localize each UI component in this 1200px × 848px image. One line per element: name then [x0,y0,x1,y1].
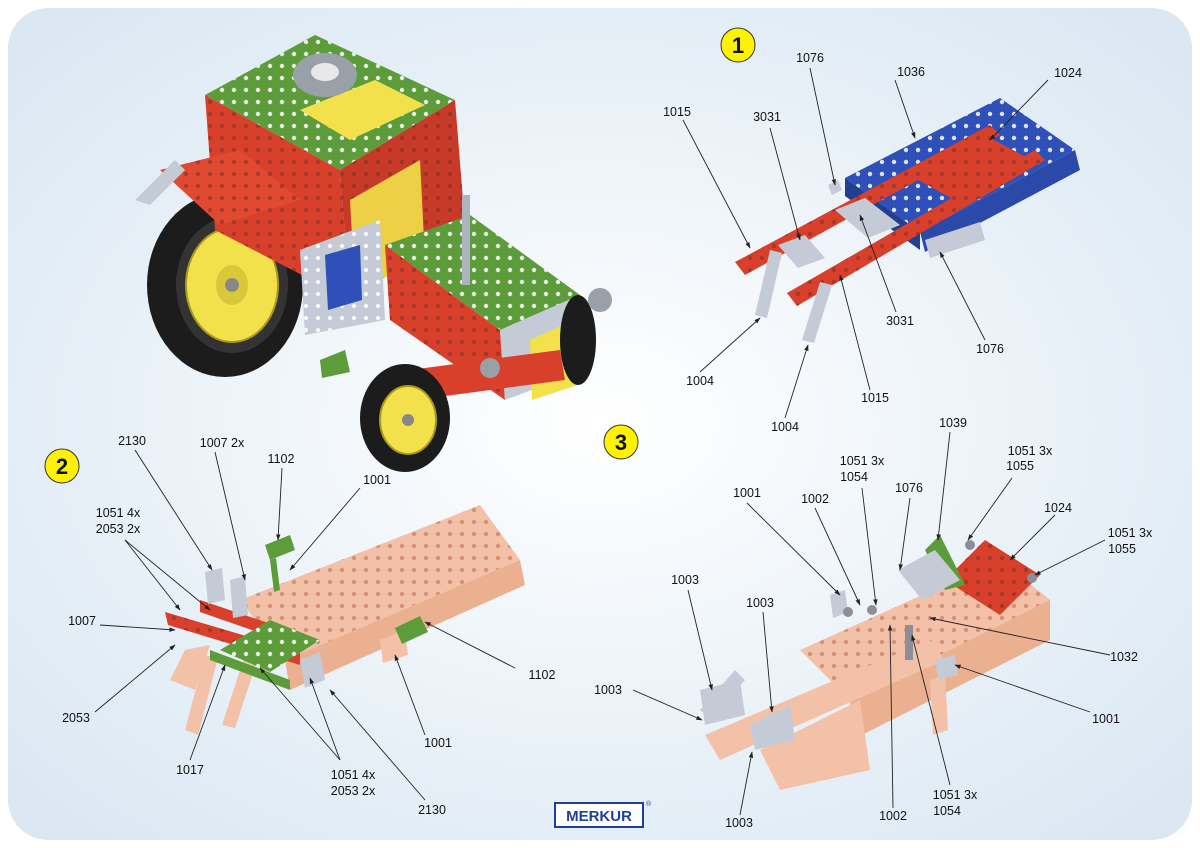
label-1002-top: 1002 [801,492,829,506]
step-1-assembly [735,98,1080,343]
label-1055-right: 1055 [1108,542,1136,556]
step-3-badge: 3 [603,424,639,460]
step-3-number: 3 [615,430,627,455]
label-1054-bottom: 1054 [933,804,961,818]
label-1001-bottom: 1001 [424,736,452,750]
step-2-assembly [165,505,525,735]
label-2053: 2053 [62,711,90,725]
label-1001-top: 1001 [733,486,761,500]
label-1036: 1036 [897,65,925,79]
label-1003-left: 1003 [594,683,622,697]
label-1004-left: 1004 [686,374,714,388]
label-1001-right: 1001 [1092,712,1120,726]
label-1102-right: 1102 [529,668,556,682]
step-3-callouts: 1039 1051 3x 1054 1051 3x 1055 1001 1002… [594,416,1153,830]
label-1076: 1076 [895,481,923,495]
label-1017: 1017 [176,763,204,777]
label-1007: 1007 [68,614,96,628]
label-1032: 1032 [1110,650,1138,664]
label-1001-top: 1001 [363,473,391,487]
label-1076-top: 1076 [796,51,824,65]
label-1076-bottom: 1076 [976,342,1004,356]
label-1055-top: 1055 [1006,459,1034,473]
label-1003-top-left: 1003 [671,573,699,587]
merkur-logo: MERKUR ® [554,800,652,828]
label-2053-2x-bottom: 2053 2x [331,784,376,798]
registered-mark: ® [646,800,652,808]
label-1051-3x-top-right: 1051 3x [1008,444,1053,458]
label-1002-bottom: 1002 [879,809,907,823]
step-3-assembly [700,535,1050,790]
label-1054-top: 1054 [840,470,868,484]
label-3031-top: 3031 [753,110,781,124]
label-1015-top: 1015 [663,105,691,119]
label-3031-bottom: 3031 [886,314,914,328]
label-2130-bottom: 2130 [418,803,446,817]
step-1-badge: 1 [720,27,756,63]
label-1004-bottom: 1004 [771,420,799,434]
label-1051-3x-top: 1051 3x [840,454,885,468]
label-1015-bottom: 1015 [861,391,889,405]
step-1-callouts: 1076 1036 1024 1015 3031 3031 1076 1004 … [663,51,1082,434]
merkur-logo-text: MERKUR [566,808,632,825]
label-1003-top: 1003 [746,596,774,610]
step-2-badge: 2 [44,448,80,484]
step-1-number: 1 [732,33,744,58]
label-1051-4x-top: 1051 4x [96,506,141,520]
step-2-number: 2 [56,454,68,479]
label-1024: 1024 [1054,66,1082,80]
label-1024: 1024 [1044,501,1072,515]
label-2053-2x-top: 2053 2x [96,522,141,536]
label-1003-bottom: 1003 [725,816,753,830]
step-2-callouts: 2130 1007 2x 1102 1051 4x 2053 2x 1001 1… [62,434,555,817]
label-1102-top: 1102 [268,452,295,466]
label-1039: 1039 [939,416,967,430]
label-2130-top: 2130 [118,434,146,448]
label-1051-4x-bottom: 1051 4x [331,768,376,782]
tractor-model-illustration [135,35,612,472]
label-1051-3x-right: 1051 3x [1108,526,1153,540]
label-1051-3x-bottom: 1051 3x [933,788,978,802]
label-1007-2x: 1007 2x [200,436,245,450]
